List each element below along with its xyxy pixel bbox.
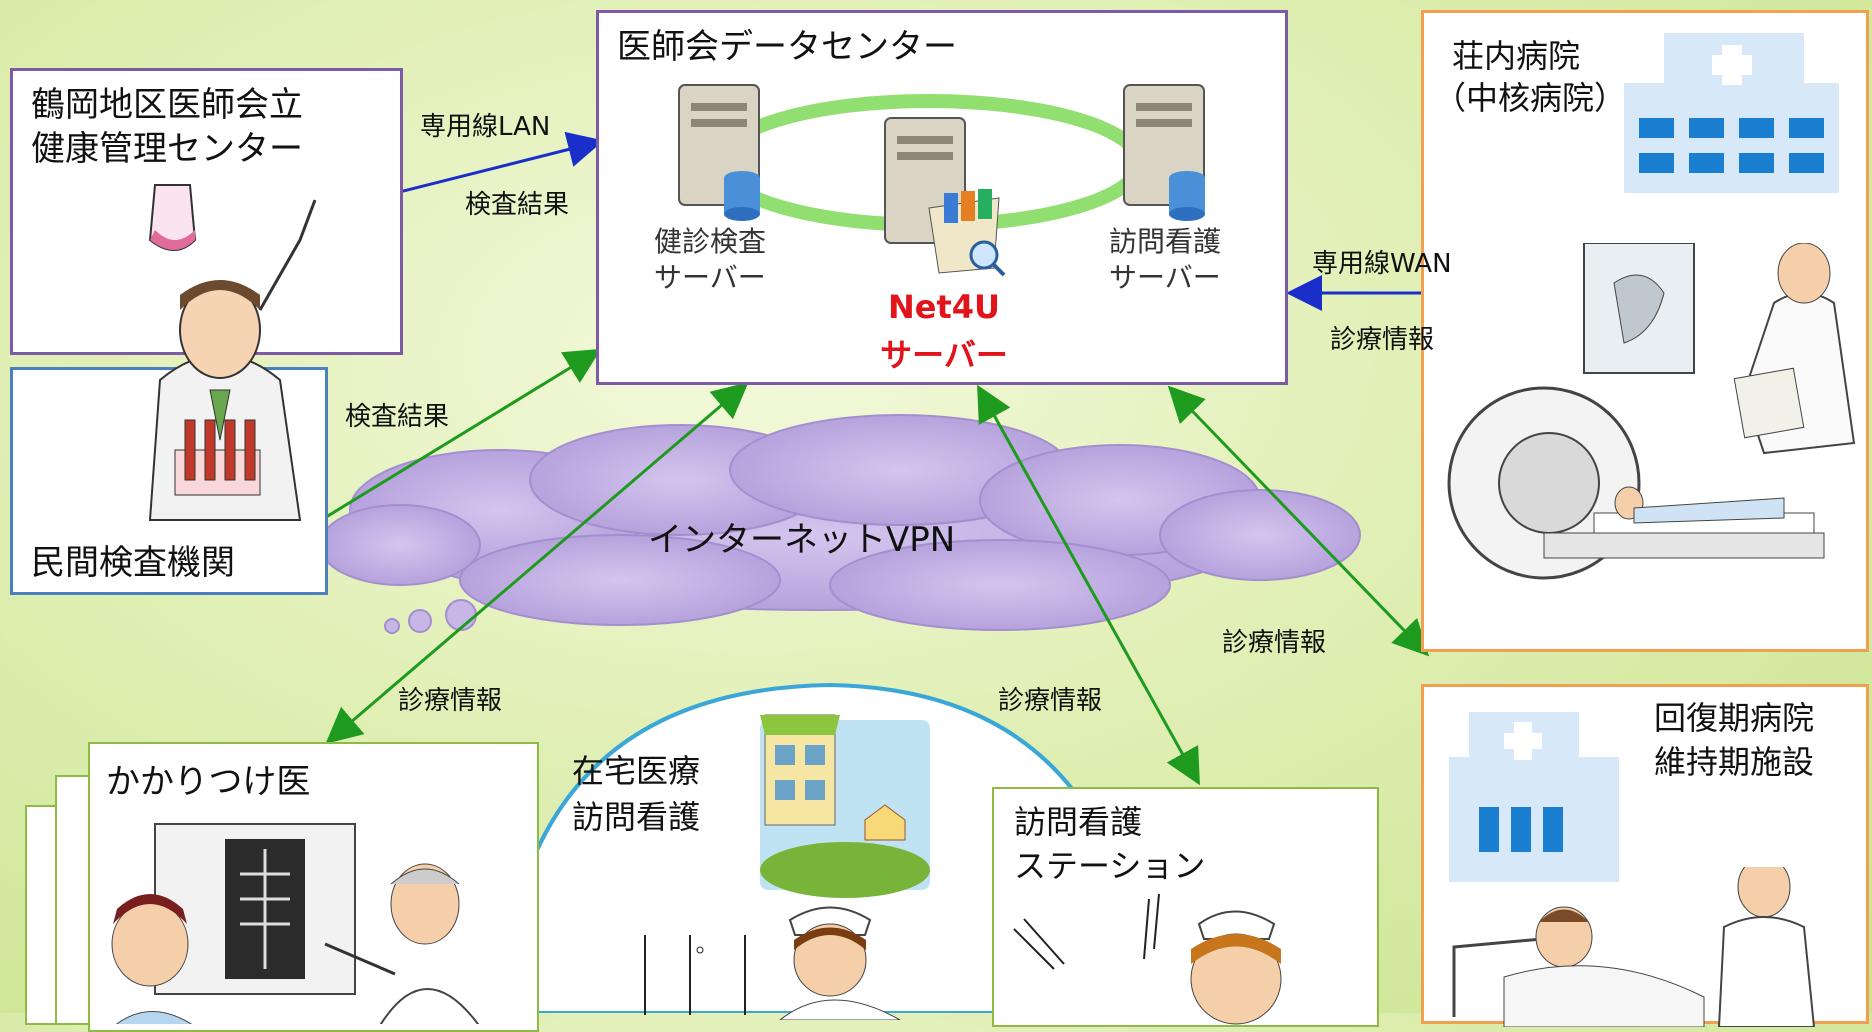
patient-bed-illustration (1452, 867, 1816, 1027)
zaitaku-title-line1: 在宅医療 (572, 752, 701, 790)
nursing-server-label-line2: サーバー (1109, 261, 1221, 294)
info-left-label: 診療情報 (398, 686, 503, 716)
kakaritsuke-arrow (325, 382, 749, 744)
home-nursing-server-icon (1123, 84, 1205, 221)
shonai-hospital-box: 荘内病院 （中核病院） (1421, 10, 1869, 652)
wan-info-label: 診療情報 (1330, 325, 1435, 355)
kakaritsuke-title: かかりつけ医 (106, 762, 311, 802)
kaifuku-title-line1: 回復期病院 (1654, 699, 1815, 737)
nursing-server-label-line1: 訪問看護 (1109, 225, 1222, 258)
nurse-illustration (779, 906, 902, 1020)
zaitaku-title-line2: 訪問看護 (572, 798, 701, 836)
doctor-consultation-illustration (111, 823, 480, 1024)
cloud-bubble (384, 618, 400, 634)
station-title-line2: ステーション (1014, 847, 1206, 885)
server-ring (678, 84, 1205, 277)
net4u-label-line2: サーバー (880, 336, 1008, 374)
checkup-server-label-line1: 健診検査 (654, 225, 767, 258)
test-tube-rack (174, 419, 261, 496)
station-title-line1: 訪問看護 (1014, 803, 1143, 841)
tsuruoka-title-line2: 健康管理センター (31, 129, 303, 169)
cloud-label: インターネットVPN (648, 520, 956, 560)
recovery-hospital-icon (1449, 712, 1619, 882)
wan-label: 専用線WAN (1312, 249, 1452, 279)
kaifuku-title-line2: 維持期施設 (1654, 743, 1815, 781)
shonai-title-line2: （中核病院） (1434, 79, 1627, 117)
home-scene-illustration (760, 714, 930, 898)
net4u-label-line1: Net4U (887, 288, 1001, 326)
lan-result-label: 検査結果 (465, 190, 570, 220)
cloud-bubble (408, 609, 432, 633)
shonai-title-line1: 荘内病院 (1452, 37, 1581, 75)
hospital-arrow (1167, 385, 1430, 657)
door-frame-lines (644, 935, 746, 1015)
checkup-server-label-line2: サーバー (654, 261, 766, 294)
recovery-hospital-box: 回復期病院 維持期施設 (1421, 684, 1869, 1027)
ct-scanner-illustration (1447, 243, 1856, 580)
info-right-label: 診療情報 (1222, 628, 1327, 658)
station-nurse-illustration (1013, 893, 1282, 1025)
station-arrow (977, 384, 1200, 786)
tsuruoka-title-line1: 鶴岡地区医師会立 (31, 85, 303, 125)
nursing-station-box: 訪問看護 ステーション (992, 787, 1379, 1027)
net4u-server-icon (884, 117, 1006, 277)
private-lab-title: 民間検査機関 (31, 543, 235, 583)
scientist-illustration (148, 184, 317, 521)
info-center-label: 診療情報 (998, 686, 1103, 716)
family-doctor-box: かかりつけ医 (88, 742, 539, 1032)
datacenter-box: 医師会データセンター (596, 10, 1288, 385)
lan-label: 専用線LAN (420, 112, 551, 142)
lab-result-label: 検査結果 (345, 402, 450, 432)
cloud-bubble (445, 599, 477, 631)
datacenter-title: 医師会データセンター (617, 27, 957, 67)
checkup-server-icon (678, 84, 760, 221)
hospital-building-icon (1624, 33, 1839, 193)
